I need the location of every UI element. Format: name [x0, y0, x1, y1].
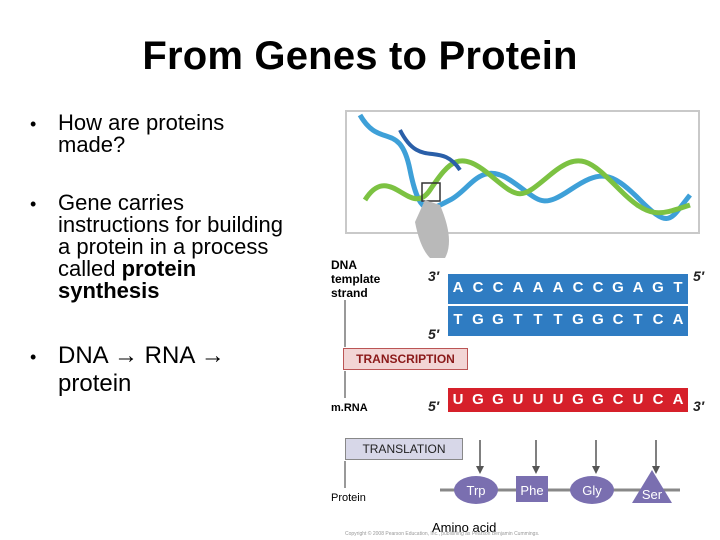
amino-acid-label: Phe: [520, 483, 543, 498]
amino-acid-label: Gly: [582, 483, 602, 498]
copyright-text: Copyright © 2008 Pearson Education, Inc.…: [345, 531, 539, 537]
amino-acid-label: Trp: [466, 483, 485, 498]
amino-acid-label: Ser: [642, 487, 663, 502]
